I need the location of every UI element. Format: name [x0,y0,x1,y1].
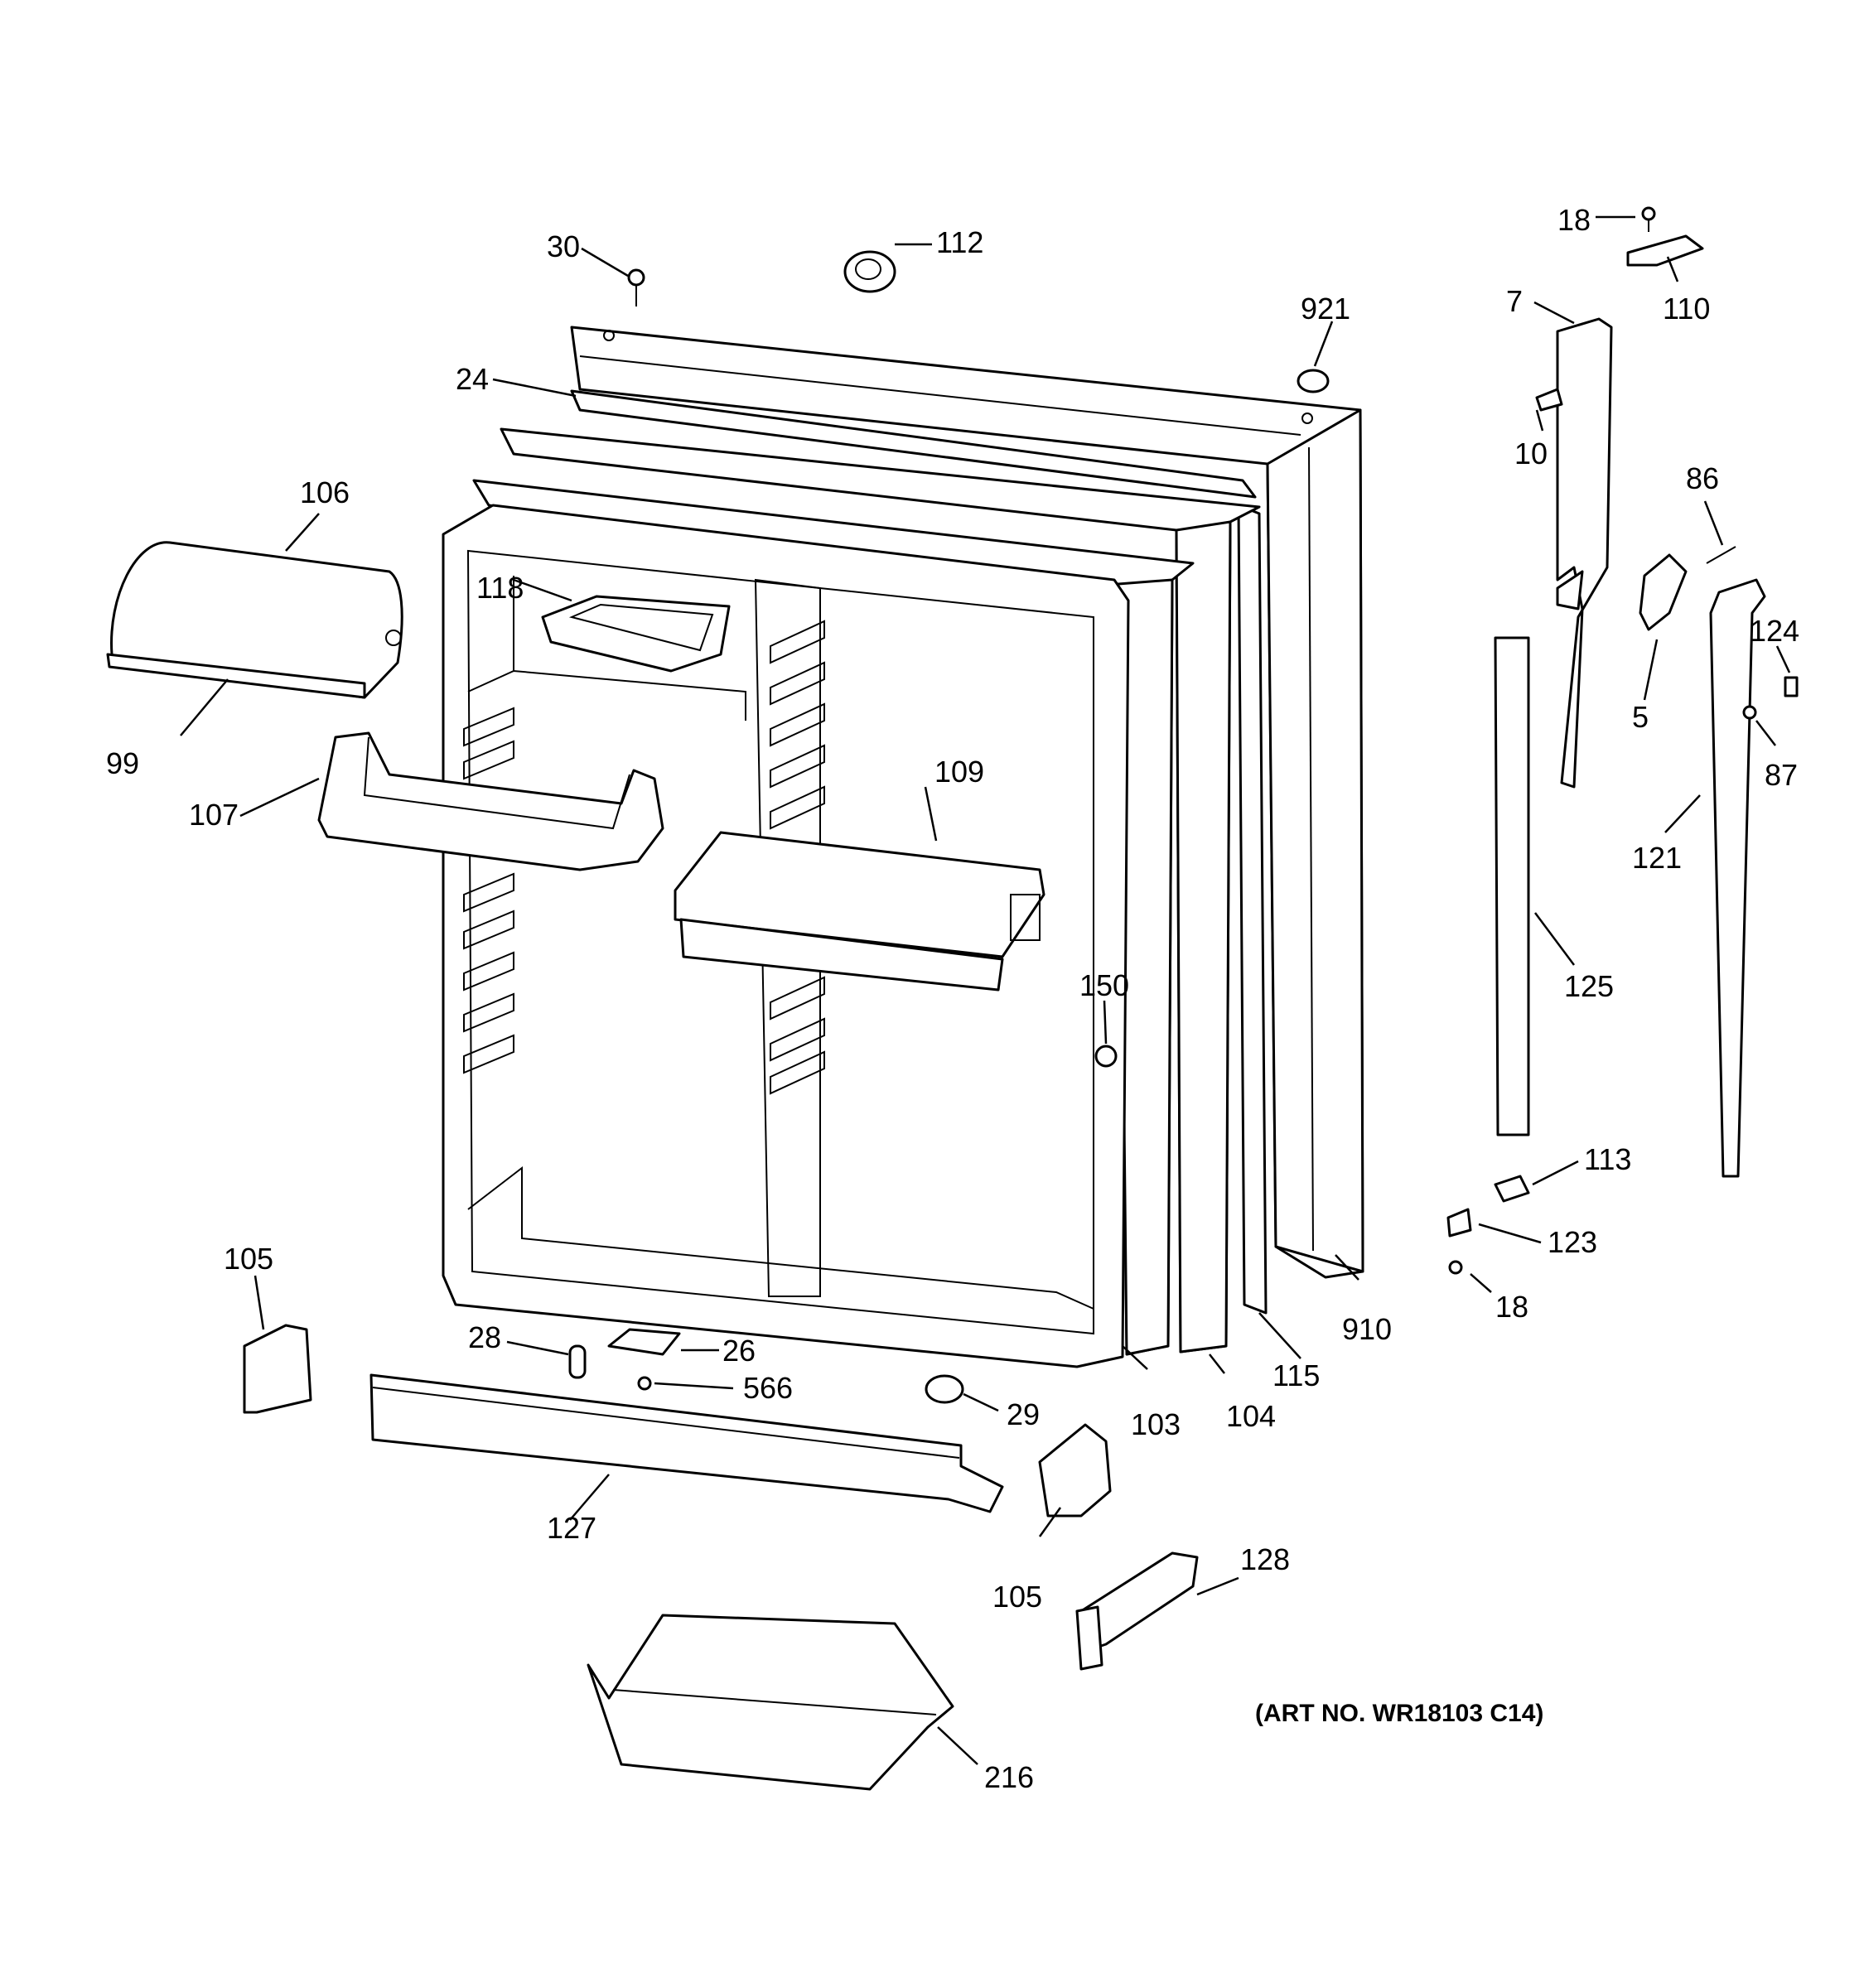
hinge-cover-105-right [1038,1423,1112,1518]
screw-18-bottom [1448,1260,1463,1275]
bracket-128 [1075,1551,1199,1671]
callout-86: 86 [1686,461,1719,495]
dairy-door [106,541,403,699]
screw-30 [627,268,645,306]
callout-216: 216 [984,1760,1034,1794]
callout-123: 123 [1548,1225,1597,1259]
callout-115: 115 [1272,1358,1320,1392]
cap-110 [1626,234,1704,267]
callout-28: 28 [468,1320,501,1354]
callout-24: 24 [456,362,489,396]
clip-10 [1535,388,1563,412]
callout-18-top: 18 [1557,203,1591,237]
callout-127: 127 [547,1511,596,1545]
hinge-plate-26 [607,1328,681,1356]
callout-104: 104 [1226,1399,1276,1433]
callout-10: 10 [1514,437,1548,470]
screw-86 [1706,546,1736,564]
kick-plate-127 [369,1373,1004,1513]
callout-87: 87 [1765,758,1798,792]
insert-124 [1784,676,1799,697]
callout-124: 124 [1750,614,1799,648]
callout-7: 7 [1506,284,1523,318]
door-bin-109 [674,831,1045,992]
callout-566: 566 [743,1371,793,1405]
screw-566 [637,1376,652,1391]
bracket-123 [1446,1208,1472,1238]
callout-109: 109 [934,755,984,789]
handle-121 [1709,578,1766,1178]
pin-28 [568,1344,587,1379]
callout-5: 5 [1632,700,1649,734]
callout-105-right: 105 [992,1580,1042,1614]
callout-105-left: 105 [224,1242,273,1276]
trim-125 [1494,636,1530,1136]
callout-106: 106 [300,475,350,509]
gasket-strip [1237,504,1268,1315]
callout-labels: 30 112 921 24 106 118 99 107 109 150 105… [106,203,1799,1794]
callout-112: 112 [936,225,983,259]
outer-door-panel [570,326,1364,1279]
plug-150 [1094,1045,1118,1068]
callout-121: 121 [1632,841,1682,875]
screw-87 [1742,705,1757,720]
callout-113: 113 [1584,1142,1631,1176]
callout-110: 110 [1663,292,1710,326]
callout-118: 118 [476,571,524,605]
callout-30: 30 [547,229,580,263]
bushing-29 [925,1374,964,1404]
plug-921 [1297,369,1330,393]
callout-18-bottom: 18 [1495,1290,1528,1324]
bushing-112 [843,250,896,293]
callout-921: 921 [1301,292,1350,326]
shelf-clips-center [770,620,825,1095]
gasket-frame [500,427,1261,1353]
egg-tray [541,595,731,673]
callout-128: 128 [1240,1542,1290,1576]
leader-lines [180,215,1791,1765]
callout-29: 29 [1007,1397,1040,1431]
hinge-cover-105-left [243,1324,312,1414]
callout-910: 910 [1342,1312,1392,1346]
screw-18-top [1641,206,1656,232]
callout-150: 150 [1079,968,1129,1002]
crisper-216 [587,1614,954,1791]
block-113 [1494,1175,1530,1203]
handle-7 [1556,317,1613,789]
callout-103: 103 [1131,1407,1181,1441]
art-number: (ART NO. WR18103 C14) [1255,1700,1543,1727]
callout-125: 125 [1564,969,1614,1003]
end-cap-5 [1639,553,1688,631]
door-shelf-107 [317,731,664,871]
callout-99: 99 [106,746,139,780]
callout-26: 26 [722,1334,756,1368]
shelf-clips-left [463,707,514,1074]
breaker-strip [570,389,1257,499]
callout-107: 107 [189,798,239,832]
